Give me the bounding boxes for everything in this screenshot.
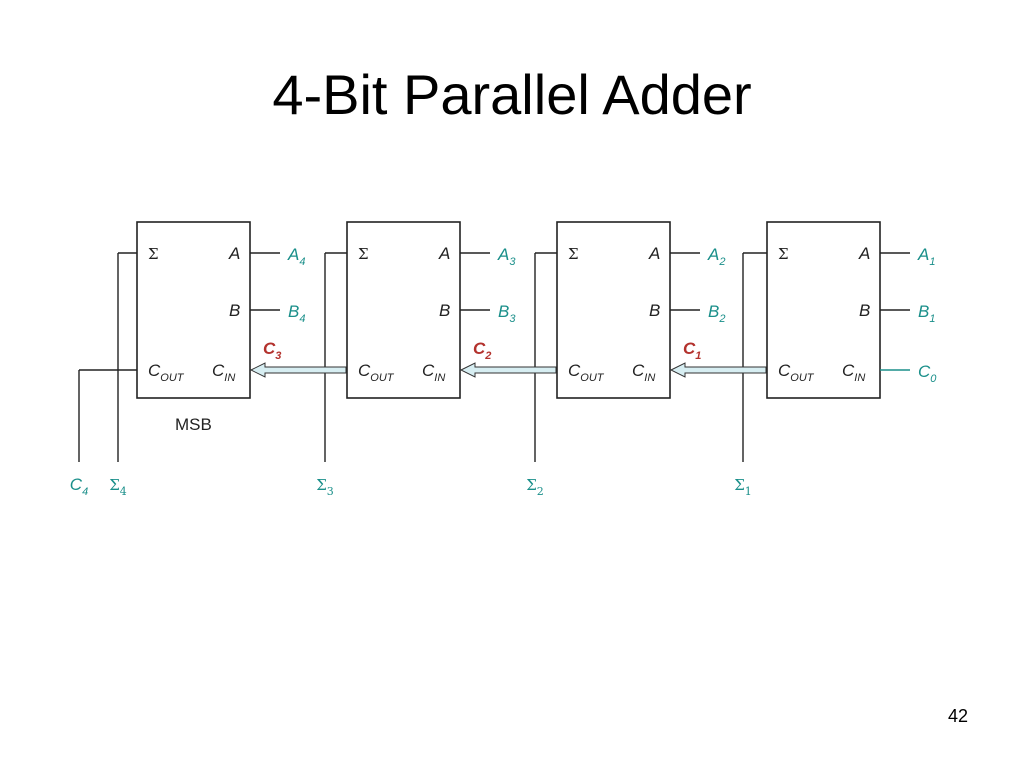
box-cout-label: COUT	[148, 361, 185, 384]
msb-label: MSB	[175, 415, 212, 434]
carry-label-1: C1	[683, 339, 701, 362]
input-a-label-3: A3	[497, 245, 516, 268]
carry-label-3: C3	[263, 339, 281, 362]
input-b-label-3: B3	[498, 302, 516, 325]
box-cin-label: CIN	[842, 361, 865, 384]
full-adder-box-2	[556, 221, 671, 399]
input-b-label-1: B1	[918, 302, 935, 325]
box-b-label: B	[649, 301, 660, 320]
box-cin-label: CIN	[212, 361, 235, 384]
box-b-label: B	[229, 301, 240, 320]
box-cin-label: CIN	[632, 361, 655, 384]
full-adder-box-1	[766, 221, 881, 399]
input-b-label-4: B4	[288, 302, 305, 325]
adder-wires	[78, 252, 910, 462]
input-a-label-4: A4	[287, 245, 305, 268]
input-a-label-2: A2	[707, 245, 725, 268]
slide-number: 42	[947, 706, 968, 726]
box-sum-label: Σ	[568, 245, 579, 263]
box-a-label: A	[438, 244, 450, 263]
carry-in-label: C0	[918, 362, 937, 385]
box-cout-label: COUT	[358, 361, 395, 384]
full-adder-box-4	[136, 221, 251, 399]
box-cout-label: COUT	[778, 361, 815, 384]
carry-arrow-1	[669, 362, 767, 378]
box-a-label: A	[228, 244, 240, 263]
sum-output-label-3: Σ3	[316, 476, 334, 498]
full-adder-box-3	[346, 221, 461, 399]
box-cin-label: CIN	[422, 361, 445, 384]
carry-out-label: C4	[70, 475, 88, 498]
carry-arrow-3	[249, 362, 347, 378]
box-b-label: B	[439, 301, 450, 320]
box-b-label: B	[859, 301, 870, 320]
sum-output-label-2: Σ2	[526, 476, 544, 498]
box-sum-label: Σ	[148, 245, 159, 263]
sum-output-label-4: Σ4	[109, 476, 127, 498]
box-a-label: A	[648, 244, 660, 263]
adder-stages	[136, 221, 881, 399]
carry-arrow-2	[459, 362, 557, 378]
sum-output-label-1: Σ1	[734, 476, 752, 498]
box-cout-label: COUT	[568, 361, 605, 384]
box-a-label: A	[858, 244, 870, 263]
slide-title: 4-Bit Parallel Adder	[272, 63, 752, 126]
input-a-label-1: A1	[917, 245, 935, 268]
carry-label-2: C2	[473, 339, 491, 362]
input-b-label-2: B2	[708, 302, 725, 325]
carry-arrows	[249, 362, 767, 378]
box-sum-label: Σ	[358, 245, 369, 263]
box-sum-label: Σ	[778, 245, 789, 263]
